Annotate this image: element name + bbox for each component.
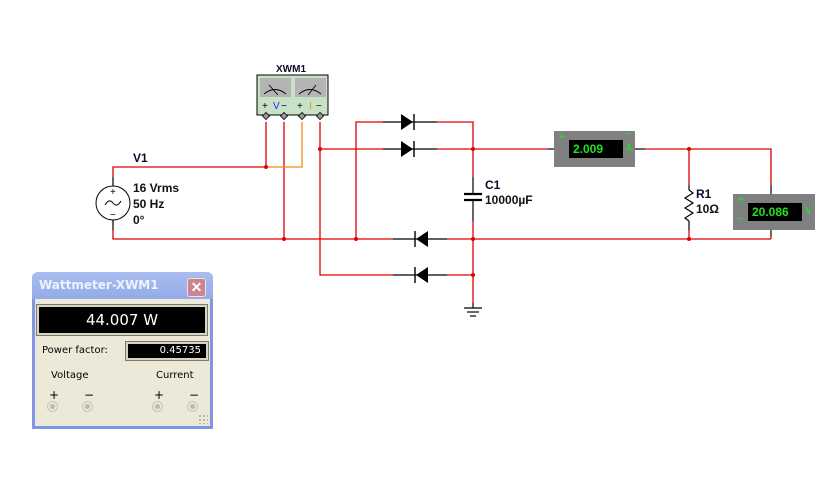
voltmeter[interactable]: + − 20.086 V — [733, 194, 815, 230]
current-plus-terminal[interactable] — [152, 401, 163, 412]
wire-diode1-in[interactable] — [355, 121, 383, 239]
voltage-group-label: Voltage — [51, 370, 89, 381]
power-factor-label: Power factor: — [42, 345, 108, 356]
wire-bottom-rail[interactable] — [112, 230, 393, 240]
voltage-minus-terminal[interactable] — [82, 401, 93, 412]
wattmeter-window[interactable]: Wattmeter-XWM1 ✕ 44.007 W Power factor: … — [32, 272, 213, 429]
current-group-label: Current — [156, 370, 194, 381]
source-phase: 0° — [133, 213, 145, 227]
svg-text:I: I — [309, 101, 312, 112]
diode-d1[interactable] — [383, 114, 437, 130]
terminal-v-minus[interactable] — [279, 111, 289, 121]
voltage-minus-label: − — [84, 388, 95, 402]
voltage-gauge-icon — [260, 78, 291, 97]
ground-icon[interactable] — [464, 303, 482, 317]
ammeter-unit: A — [625, 143, 633, 154]
resize-grip-icon[interactable] — [198, 414, 208, 424]
source-ref-label: V1 — [133, 151, 148, 165]
diode-d4[interactable] — [393, 267, 447, 283]
voltmeter-reading: 20.086 — [748, 203, 802, 221]
window-titlebar[interactable]: Wattmeter-XWM1 ✕ — [32, 272, 213, 299]
ammeter-reading: 2.009 — [569, 140, 623, 158]
ac-source-v1[interactable]: + − V1 16 Vrms 50 Hz 0° — [95, 151, 179, 230]
voltage-plus-terminal[interactable] — [47, 401, 58, 412]
voltage-plus-label: + — [49, 388, 60, 402]
power-reading-display: 44.007 W — [36, 304, 208, 336]
svg-text:+: + — [110, 187, 116, 198]
terminal-v-plus[interactable] — [261, 111, 271, 121]
terminal-i-plus[interactable] — [297, 111, 307, 121]
junction — [354, 237, 358, 241]
junction — [471, 273, 475, 277]
svg-text:+: + — [262, 101, 268, 112]
diode-d2[interactable] — [383, 141, 437, 157]
ammeter[interactable]: + − 2.009 A — [554, 129, 635, 167]
junction — [264, 165, 268, 169]
capacitor-c1[interactable]: C1 10000µF — [464, 177, 533, 221]
ac-source-icon — [95, 185, 131, 221]
junction — [687, 147, 691, 151]
svg-text:V: V — [273, 101, 280, 112]
wire-wm-iplus[interactable] — [266, 122, 303, 168]
resistor-ref-label: R1 — [696, 187, 712, 201]
junction — [318, 147, 322, 151]
junction — [282, 237, 286, 241]
svg-text:−: − — [110, 210, 116, 221]
svg-text:−: − — [316, 101, 322, 112]
capacitor-ref-label: C1 — [485, 178, 501, 192]
svg-text:+: + — [297, 101, 303, 112]
svg-text:−: − — [281, 101, 287, 112]
junctions — [264, 147, 691, 277]
window-title: Wattmeter-XWM1 — [39, 278, 159, 292]
wattmeter-ref-label: XWM1 — [276, 64, 306, 75]
source-amplitude: 16 Vrms — [133, 181, 179, 195]
close-button[interactable]: ✕ — [187, 278, 206, 297]
capacitor-value: 10000µF — [485, 193, 533, 207]
current-gauge-icon — [295, 78, 326, 97]
voltmeter-unit: V — [805, 206, 813, 217]
wattmeter-xwm1[interactable]: XWM1 + V − + I − — [256, 64, 329, 121]
wire-v1-top[interactable] — [112, 122, 267, 177]
wire-load-top[interactable] — [645, 148, 772, 185]
ammeter-plus-label: + — [559, 132, 565, 143]
voltmeter-minus-label: − — [738, 214, 744, 225]
current-plus-label: + — [154, 388, 165, 402]
junction — [687, 237, 691, 241]
diode-d3[interactable] — [393, 231, 447, 247]
source-frequency: 50 Hz — [133, 197, 164, 211]
close-icon: ✕ — [190, 279, 203, 295]
voltmeter-plus-label: + — [738, 195, 744, 206]
resistor-value: 10Ω — [696, 202, 719, 216]
current-minus-terminal[interactable] — [187, 401, 198, 412]
junction — [471, 237, 475, 241]
wire-diode1-out[interactable] — [437, 121, 474, 177]
current-minus-label: − — [189, 388, 200, 402]
ammeter-minus-label: − — [626, 129, 632, 140]
junction — [471, 147, 475, 151]
power-factor-display: 0.45735 — [125, 341, 209, 361]
terminal-i-minus[interactable] — [315, 111, 325, 121]
wire-wm-iminus[interactable] — [319, 122, 393, 276]
resistor-r1[interactable]: R1 10Ω — [683, 185, 719, 230]
